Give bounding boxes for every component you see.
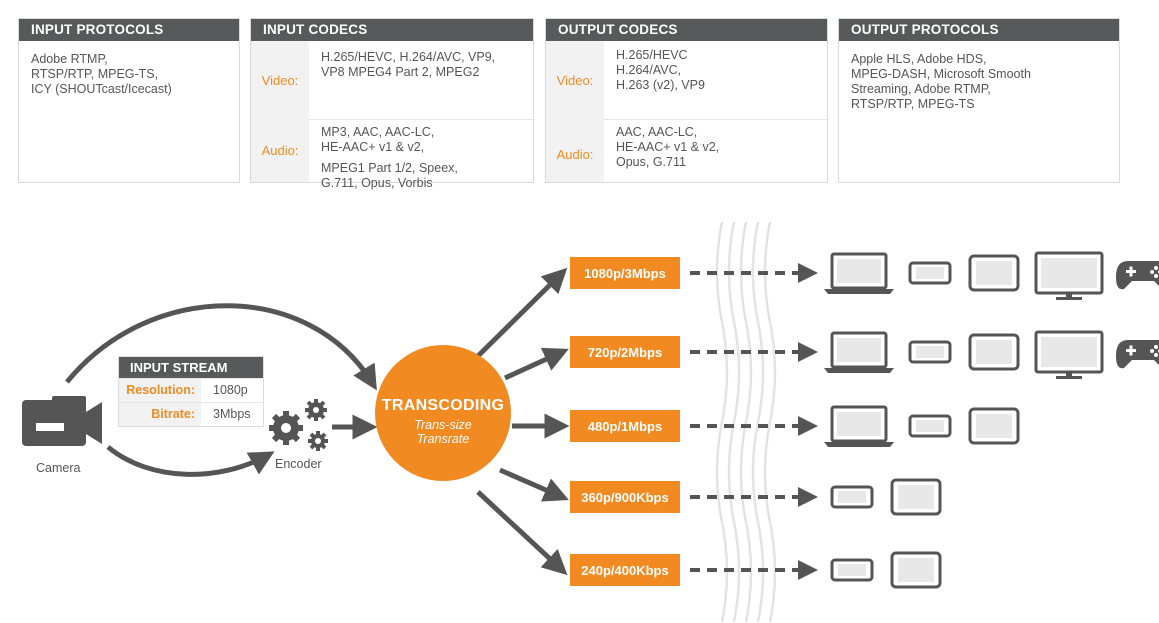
codec-line: AAC, AAC-LC, (616, 125, 698, 139)
monitor-icon (1034, 251, 1104, 300)
tablet-icon (968, 254, 1020, 292)
phone-icon (908, 414, 952, 438)
fan-out-arrow (503, 347, 569, 381)
fan-out-arrow (476, 490, 568, 576)
codec-line: H.264/AVC, (616, 63, 682, 77)
resolution-row: Resolution: 1080p (119, 378, 263, 402)
transcoding-title: TRANSCODING (381, 397, 505, 414)
output-protocols-panel: OUTPUT PROTOCOLS Apple HLS, Adobe HDS, M… (838, 18, 1120, 183)
camera-to-encoder-arrow (106, 445, 275, 477)
fan-out-arrows (476, 267, 570, 576)
resolution-label: Resolution: (119, 379, 201, 402)
bitrate-label: Bitrate: (119, 403, 201, 426)
device-icons (824, 251, 1159, 589)
panel-body: Adobe RTMP, RTSP/RTP, MPEG-TS, ICY (SHOU… (19, 41, 239, 108)
codec-line: MPEG1 Part 1/2, Speex, (321, 161, 458, 175)
panel-body: Apple HLS, Adobe HDS, MPEG-DASH, Microso… (839, 41, 1119, 123)
protocol-line: ICY (SHOUTcast/Icecast) (31, 82, 172, 96)
codec-line: Opus, G.711 (616, 155, 686, 169)
phone-icon (908, 261, 952, 285)
laptop-icon (824, 405, 894, 447)
encoder-label: Encoder (275, 457, 322, 471)
gears-icon (269, 399, 328, 451)
output-codecs-panel: OUTPUT CODECS Video: H.265/HEVC H.264/AV… (545, 18, 828, 183)
input-protocols-panel: INPUT PROTOCOLS Adobe RTMP, RTSP/RTP, MP… (18, 18, 240, 183)
laptop-icon (824, 331, 894, 373)
codec-line: VP8 MPEG4 Part 2, MPEG2 (321, 65, 480, 79)
laptop-icon (824, 252, 894, 294)
panel-title: INPUT PROTOCOLS (19, 19, 239, 41)
tablet-icon (890, 478, 942, 516)
dashed-arrows (690, 263, 818, 580)
codec-line: G.711, Opus, Vorbis (321, 176, 433, 190)
audio-label: Audio: (251, 119, 309, 182)
codec-line: MP3, AAC, AAC-LC, (321, 125, 435, 139)
codec-line: HE-AAC+ v1 & v2, (616, 140, 720, 154)
protocol-line: RTSP/RTP, MPEG-TS (851, 97, 975, 111)
rendition-box: 720p/2Mbps (570, 336, 680, 368)
transcoding-line1: Trans-size (414, 418, 472, 432)
rendition-box: 360p/900Kbps (570, 481, 680, 513)
fan-out-arrow (499, 467, 569, 502)
gamepad-icon (1116, 340, 1159, 369)
rendition-box: 480p/1Mbps (570, 410, 680, 442)
protocol-line: MPEG-DASH, Microsoft Smooth (851, 67, 1031, 81)
video-label: Video: (251, 41, 309, 119)
phone-icon (830, 485, 874, 509)
bitrate-value: 3Mbps (213, 407, 251, 421)
audio-label: Audio: (546, 119, 604, 182)
phone-icon (830, 558, 874, 582)
tablet-icon (890, 551, 942, 589)
codec-line: H.265/HEVC (616, 48, 688, 62)
audio-codec-row: Audio: MP3, AAC, AAC-LC, HE-AAC+ v1 & v2… (251, 119, 533, 190)
input-stream-title: INPUT STREAM (119, 357, 263, 378)
rendition-box: 240p/400Kbps (570, 554, 680, 586)
video-codec-row: Video: H.265/HEVC, H.264/AVC, VP9, VP8 M… (251, 41, 533, 120)
audio-codec-row: Audio: AAC, AAC-LC, HE-AAC+ v1 & v2, Opu… (546, 119, 827, 182)
panel-title: OUTPUT CODECS (546, 19, 827, 41)
input-codecs-panel: INPUT CODECS Video: H.265/HEVC, H.264/AV… (250, 18, 534, 190)
panel-title: OUTPUT PROTOCOLS (839, 19, 1119, 41)
video-label: Video: (546, 41, 604, 119)
codec-line: H.263 (v2), VP9 (616, 78, 705, 92)
camera-to-transcoding-arrow (65, 303, 377, 391)
protocol-line: Streaming, Adobe RTMP, (851, 82, 991, 96)
tablet-icon (968, 407, 1020, 445)
codec-line: H.265/HEVC, H.264/AVC, VP9, (321, 50, 496, 64)
transcoding-circle: TRANSCODING Trans-size Transrate (375, 345, 511, 481)
protocol-line: Adobe RTMP, (31, 52, 108, 66)
video-codec-row: Video: H.265/HEVC H.264/AVC, H.263 (v2),… (546, 41, 827, 120)
fan-out-arrow (476, 267, 568, 358)
phone-icon (908, 340, 952, 364)
transcoding-line2: Transrate (416, 432, 470, 446)
protocol-line: RTSP/RTP, MPEG-TS, (31, 67, 159, 81)
rendition-box: 1080p/3Mbps (570, 257, 680, 289)
input-stream-box: INPUT STREAM Resolution: 1080p Bitrate: … (118, 356, 264, 427)
codec-line: HE-AAC+ v1 & v2, (321, 140, 425, 154)
protocol-line: Apple HLS, Adobe HDS, (851, 52, 987, 66)
gamepad-icon (1116, 261, 1159, 290)
camera-label: Camera (36, 461, 81, 475)
network-waves (715, 221, 777, 623)
panel-title: INPUT CODECS (251, 19, 533, 41)
resolution-value: 1080p (213, 383, 248, 397)
tablet-icon (968, 333, 1020, 371)
camera-icon (22, 396, 102, 446)
bitrate-row: Bitrate: 3Mbps (119, 402, 263, 426)
monitor-icon (1034, 330, 1104, 379)
